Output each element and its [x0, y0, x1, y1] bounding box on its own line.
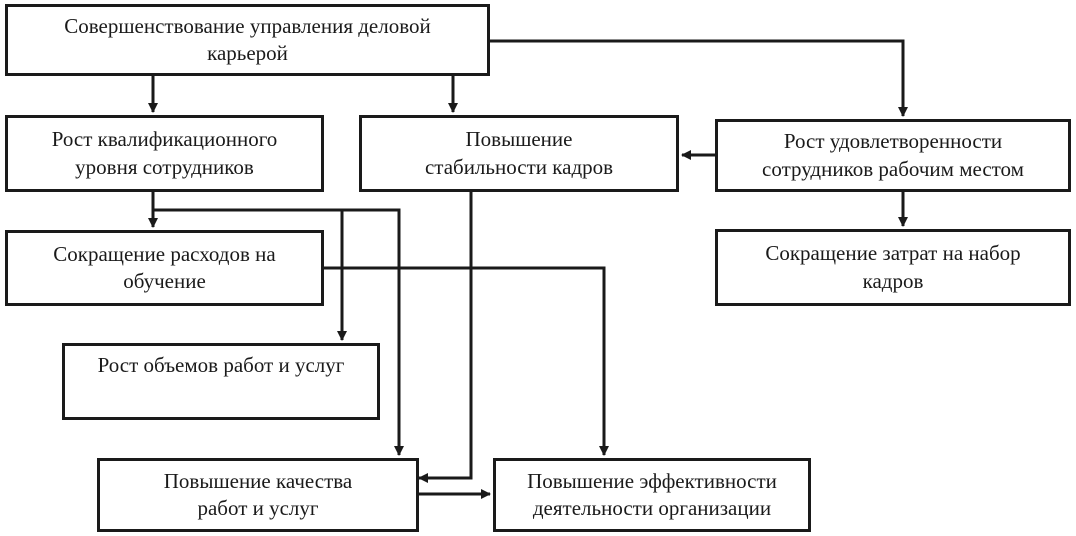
edge-qualification-to-quality [153, 208, 404, 456]
edge-stability-to-quality [418, 192, 473, 483]
node-quality-increase: Повышение качества работ и услуг [97, 458, 419, 532]
node-qualification-growth-label: Рост квалификационного уровня сотруднико… [51, 127, 278, 179]
node-recruitment-costs-reduction: Сокращение затрат на набор кадров [715, 229, 1071, 306]
node-quality-increase-label: Повышение качества работ и услуг [163, 468, 353, 520]
node-efficiency-increase: Повышение эффективности деятельности орг… [493, 458, 811, 532]
node-efficiency-increase-label: Повышение эффективности деятельности орг… [527, 468, 777, 520]
node-stability-increase-label: Повышение стабильности кадров [424, 127, 614, 179]
node-volume-growth-label: Рост объемов работ и услуг [97, 353, 345, 377]
node-satisfaction-growth-label: Рост удовлетворенности сотрудников рабоч… [762, 129, 1024, 181]
node-training-costs-reduction: Сокращение расходов на обучение [5, 230, 324, 306]
node-stability-increase: Повышение стабильности кадров [359, 115, 679, 192]
node-training-costs-reduction-label: Сокращение расходов на обучение [53, 241, 276, 293]
edge-training-costs-to-efficiency [324, 266, 609, 456]
node-volume-growth: Рост объемов работ и услуг [62, 343, 380, 420]
node-satisfaction-growth: Рост удовлетворенности сотрудников рабоч… [715, 119, 1071, 192]
node-qualification-growth: Рост квалификационного уровня сотруднико… [5, 115, 324, 192]
edge-career-to-satisfaction [490, 39, 908, 117]
node-career-management: Совершенствование управления деловой кар… [5, 4, 490, 76]
node-career-management-label: Совершенствование управления деловой кар… [64, 13, 431, 65]
node-recruitment-costs-reduction-label: Сокращение затрат на набор кадров [765, 241, 1021, 293]
